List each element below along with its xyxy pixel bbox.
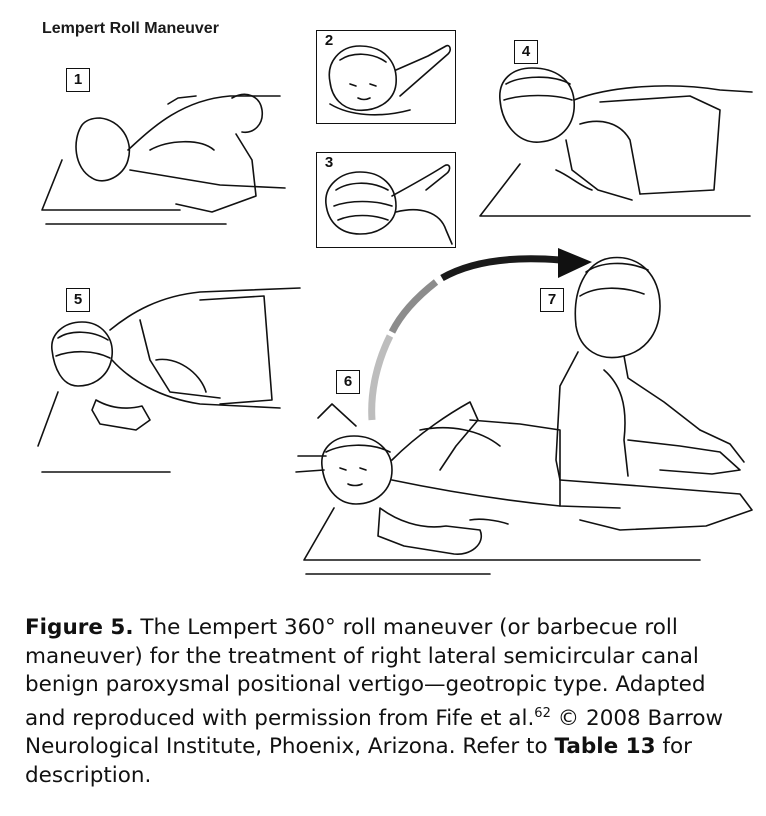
panel-4-patient-prone (479, 67, 753, 217)
step-label-3: 3 (324, 154, 334, 171)
panel-5-patient-side (37, 287, 301, 473)
caption-text-3: for description. (25, 734, 693, 788)
step-label-7: 7 (540, 288, 564, 312)
step-label-1: 1 (66, 68, 90, 92)
figure-title: Lempert Roll Maneuver (42, 20, 219, 37)
step-label-2: 2 (324, 32, 334, 49)
step-label-6: 6 (336, 370, 360, 394)
panel-7-patient-sitting (555, 256, 753, 531)
caption-table-ref: Table 13 (554, 734, 656, 760)
panel-6-patient-supine (295, 401, 701, 575)
figure-illustration: Lempert Roll Maneuver (37, 20, 753, 575)
caption-superscript: 62 (534, 705, 551, 721)
caption-label: Figure 5. (25, 615, 134, 640)
panel-1-patient-supine (41, 93, 286, 225)
step-label-5: 5 (66, 288, 90, 312)
rotation-arrow (368, 255, 561, 421)
arrow-head (558, 248, 592, 278)
step-label-4: 4 (514, 40, 538, 64)
figure-caption: Figure 5. The Lempert 360° roll maneuver… (25, 614, 745, 790)
line-art-drawing (37, 44, 753, 575)
panel-3-frame (316, 152, 456, 248)
caption-text-2: © 2008 Barrow Neurological Institute, Ph… (25, 705, 724, 760)
panel-2-head-turned (328, 44, 451, 116)
caption-text-1: The Lempert 360° roll maneuver (or barbe… (25, 615, 706, 731)
panel-3-head-prone (325, 164, 453, 245)
